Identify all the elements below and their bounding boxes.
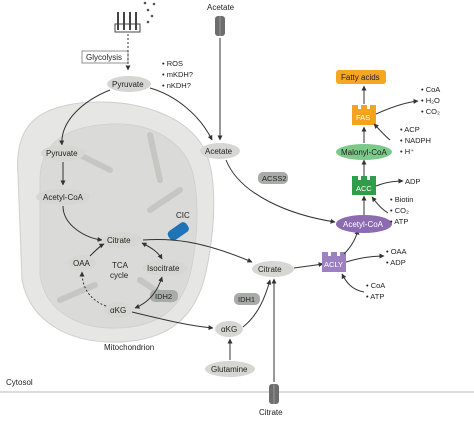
idh1-enzyme xyxy=(234,293,260,305)
citrate-transporter-icon xyxy=(269,384,279,404)
isocitrate-node xyxy=(142,260,188,276)
citrate-cytosol-node xyxy=(252,261,294,277)
acly-label: ACLY xyxy=(324,260,343,269)
tca-label-line2: cycle xyxy=(110,271,129,280)
malonylcoa-node xyxy=(336,144,392,160)
cytosol-label: Cytosol xyxy=(6,378,33,387)
cic-transporter-icon xyxy=(167,222,189,241)
fas-out-1: • CoA xyxy=(421,85,440,94)
fas-in-3: • H⁺ xyxy=(400,147,414,156)
akg-cytosol-label: αKG xyxy=(221,325,237,334)
oaa-label: OAA xyxy=(73,259,91,268)
fas-in-1: • ACP xyxy=(400,125,420,134)
malonylcoa-label: Malonyl-CoA xyxy=(341,148,387,157)
pyruvate-cytosol-node xyxy=(107,76,151,92)
pyruvate-side-3: • nKDH? xyxy=(162,81,191,90)
glycolysis-label: Glycolysis xyxy=(86,53,122,62)
akg-cytosol-node xyxy=(215,321,243,337)
fatty-acids-node xyxy=(336,70,386,84)
acetate-cytosol-label: Acetate xyxy=(205,147,233,156)
glycolysis-box xyxy=(81,50,129,64)
acc-label: ACC xyxy=(356,184,372,193)
fatty-acids-label: Fatty acids xyxy=(341,73,380,82)
acss2-label: ACSS2 xyxy=(262,174,287,183)
glutamine-node xyxy=(205,361,255,377)
glutamine-label: Glutamine xyxy=(211,365,248,374)
isocitrate-label: Isocitrate xyxy=(147,264,180,273)
acetylcoa-mito-node xyxy=(36,189,90,205)
akg-mito-label: αKG xyxy=(110,306,126,315)
idh2-label: IDH2 xyxy=(155,292,172,301)
fas-label: FAS xyxy=(356,113,370,122)
pyruvate-cytosol-label: Pyruvate xyxy=(112,80,144,89)
fas-out-3: • CO₂ xyxy=(421,107,440,116)
idh1-label: IDH1 xyxy=(238,295,255,304)
acc-in-1: • Biotin xyxy=(390,195,413,204)
acly-out-1: • OAA xyxy=(386,247,407,256)
acetate-top-label: Acetate xyxy=(207,3,235,12)
acetylcoa-cytosol-node xyxy=(336,215,392,233)
acly-in-2: • ATP xyxy=(366,292,384,301)
acc-in-3: • ATP xyxy=(390,217,408,226)
fas-in-2: • NADPH xyxy=(400,136,431,145)
acetylcoa-mito-label: Acetyl-CoA xyxy=(43,193,84,202)
citrate-mito-node xyxy=(102,232,142,248)
pyruvate-side-1: • ROS xyxy=(162,59,183,68)
acetate-cytosol-node xyxy=(200,143,240,159)
acss2-enzyme xyxy=(258,172,288,184)
acly-out-2: • ADP xyxy=(386,258,406,267)
acc-in-2: • CO₂ xyxy=(390,206,409,215)
tca-label-line1: TCA xyxy=(112,261,129,270)
cic-label: CIC xyxy=(176,211,190,220)
mitochondrion-label: Mitochondrion xyxy=(104,343,154,352)
acly-enzyme xyxy=(322,252,346,272)
oaa-node xyxy=(68,255,96,271)
akg-mito-node xyxy=(104,302,132,318)
pyruvate-mito-label: Pyruvate xyxy=(46,149,78,158)
acetylcoa-cytosol-label: Acetyl-CoA xyxy=(343,220,384,229)
citrate-cytosol-label: Citrate xyxy=(258,265,282,274)
citrate-mito-label: Citrate xyxy=(107,236,131,245)
fas-enzyme xyxy=(352,105,376,125)
acetate-transporter-icon xyxy=(215,16,225,36)
glucose-transporter-icon xyxy=(114,1,156,33)
acly-in-1: • CoA xyxy=(366,281,385,290)
fas-out-2: • H₂O xyxy=(421,96,440,105)
acc-enzyme xyxy=(352,176,376,195)
pyruvate-mito-node xyxy=(41,145,85,161)
pyruvate-side-2: • mKDH? xyxy=(162,70,193,79)
citrate-bottom-label: Citrate xyxy=(259,408,283,417)
acc-out-1: ADP xyxy=(405,177,420,186)
